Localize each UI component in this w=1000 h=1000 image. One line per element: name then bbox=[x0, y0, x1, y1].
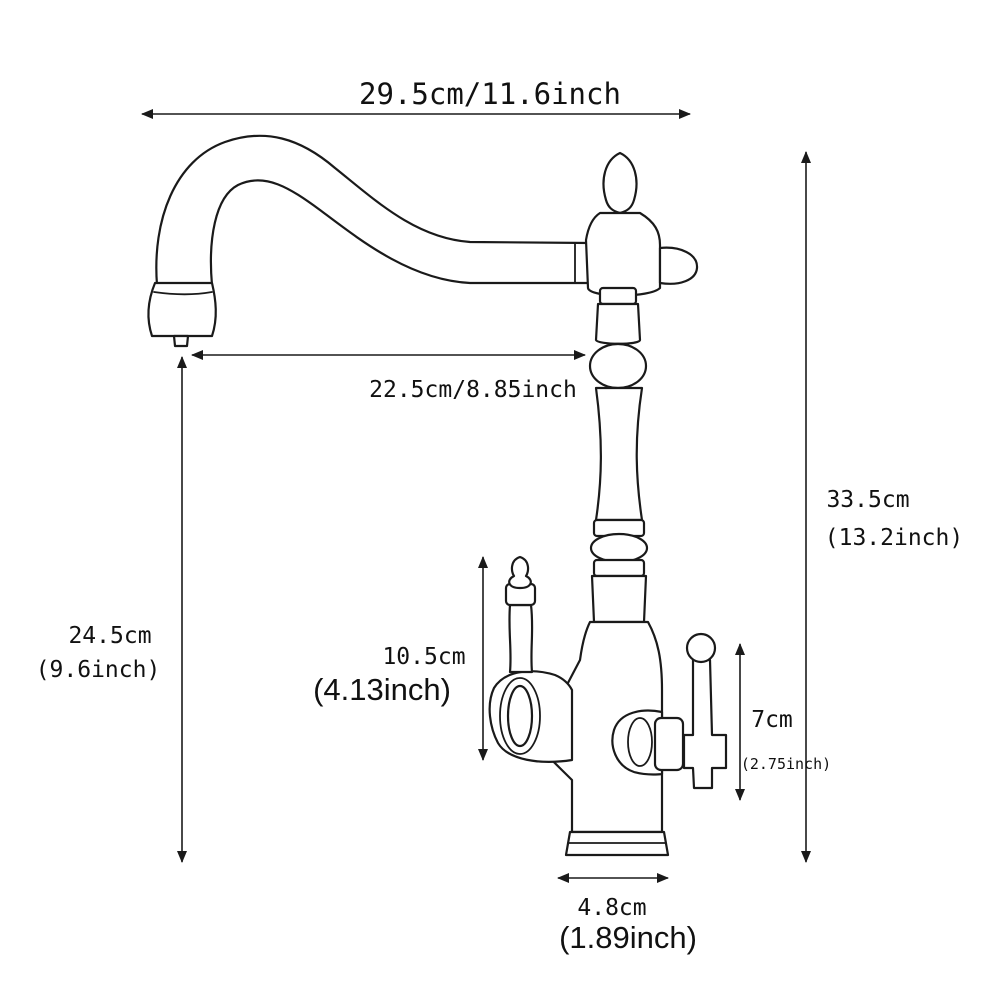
right-handle-lever bbox=[682, 658, 728, 790]
top-cross-body bbox=[584, 211, 662, 297]
spout-arm bbox=[155, 134, 592, 287]
label-total-height-in: (13.2inch) bbox=[825, 525, 963, 551]
label-right-handle-height-in: (2.75inch) bbox=[741, 755, 831, 773]
left-handle-finial bbox=[508, 555, 532, 590]
label-spout-reach: 22.5cm/8.85inch bbox=[369, 377, 577, 403]
top-finial bbox=[602, 151, 638, 215]
dimension-labels: 29.5cm/11.6inch 22.5cm/8.85inch 33.5cm (… bbox=[36, 77, 964, 955]
dimension-lines bbox=[141, 109, 811, 883]
column-body bbox=[594, 386, 644, 522]
faucet-body bbox=[536, 620, 664, 834]
label-left-handle-height-cm: 10.5cm bbox=[382, 644, 465, 670]
top-side-knob bbox=[658, 246, 699, 285]
right-handle-knob bbox=[685, 632, 717, 664]
label-base-diameter-cm: 4.8cm bbox=[577, 895, 646, 921]
label-spout-total-width: 29.5cm/11.6inch bbox=[359, 77, 621, 111]
label-total-height-cm: 33.5cm bbox=[826, 487, 909, 513]
label-spout-height-cm: 24.5cm bbox=[68, 623, 151, 649]
faucet-illustration bbox=[147, 134, 728, 857]
spout-nozzle bbox=[147, 281, 217, 338]
label-spout-height-in: (9.6inch) bbox=[36, 657, 161, 683]
label-base-diameter-in: (1.89inch) bbox=[559, 920, 697, 955]
left-handle-lever bbox=[508, 603, 534, 674]
label-left-handle-height-in: (4.13inch) bbox=[313, 672, 451, 707]
label-right-handle-height-cm: 7cm bbox=[751, 707, 793, 733]
aerator-tip bbox=[172, 334, 190, 348]
column-bead bbox=[588, 342, 648, 390]
